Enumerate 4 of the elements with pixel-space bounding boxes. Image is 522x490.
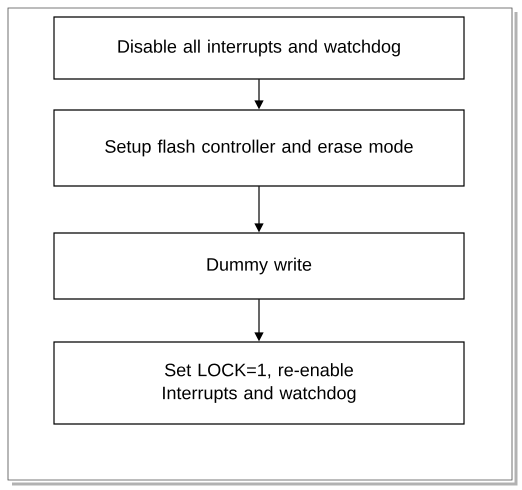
process-box: Dummy write [53, 232, 465, 300]
process-box: Set LOCK=1, re-enable Interrupts and watchdog [53, 341, 465, 425]
process-box: Setup flash controller and erase mode [53, 109, 465, 187]
process-box: Disable all interrupts and watchdog [53, 16, 465, 80]
